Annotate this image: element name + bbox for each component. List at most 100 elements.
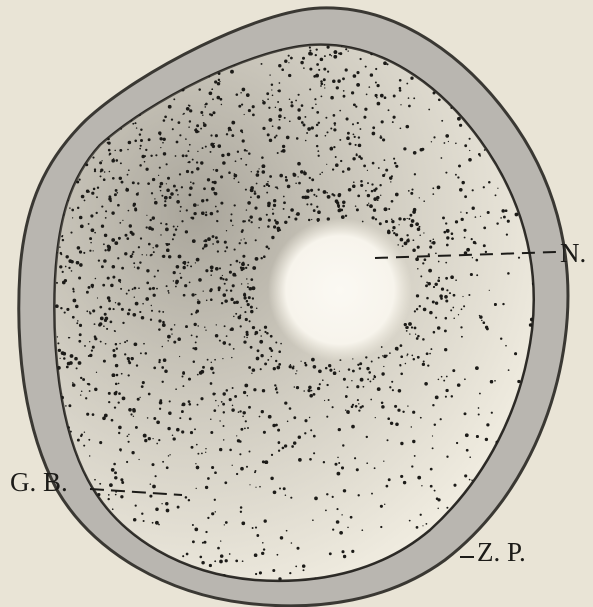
stipple-dot	[111, 76, 113, 78]
stipple-dot	[358, 494, 360, 496]
stipple-dot	[257, 195, 260, 198]
stipple-dot	[158, 328, 160, 330]
stipple-dot	[256, 307, 258, 309]
stipple-dot	[431, 242, 432, 243]
stipple-dot	[100, 341, 102, 343]
stipple-dot	[166, 285, 168, 287]
stipple-dot	[141, 316, 145, 320]
stipple-dot	[310, 189, 313, 192]
stipple-dot	[247, 427, 249, 429]
stipple-dot	[169, 196, 172, 199]
stipple-dot	[152, 485, 156, 489]
stipple-dot	[260, 335, 262, 337]
stipple-dot	[252, 266, 256, 270]
stipple-dot	[197, 325, 198, 326]
stipple-dot	[318, 69, 320, 71]
stipple-dot	[91, 350, 93, 352]
stipple-dot	[232, 387, 234, 389]
stipple-dot	[202, 542, 204, 544]
stipple-dot	[116, 348, 118, 350]
stipple-dot	[91, 228, 95, 232]
stipple-dot	[393, 116, 396, 119]
stipple-dot	[357, 122, 359, 124]
stipple-dot	[179, 356, 180, 357]
stipple-dot	[327, 195, 331, 199]
stipple-dot	[230, 213, 232, 215]
stipple-dot	[252, 114, 255, 117]
stipple-dot	[127, 174, 129, 176]
stipple-dot	[189, 105, 191, 107]
stipple-dot	[355, 144, 357, 146]
stipple-dot	[268, 185, 270, 187]
stipple-dot	[221, 104, 222, 105]
stipple-dot	[320, 85, 322, 87]
stipple-dot	[99, 306, 102, 309]
stipple-dot	[315, 54, 317, 56]
stipple-dot	[124, 252, 127, 255]
stipple-dot	[428, 253, 430, 255]
stipple-dot	[334, 50, 338, 54]
stipple-dot	[357, 195, 360, 198]
stipple-dot	[507, 99, 510, 102]
stipple-dot	[89, 455, 90, 456]
stipple-dot	[55, 49, 57, 51]
stipple-dot	[182, 403, 186, 407]
stipple-dot	[303, 569, 305, 571]
stipple-dot	[167, 335, 171, 339]
stipple-dot	[387, 417, 390, 420]
stipple-dot	[61, 98, 63, 100]
stipple-dot	[321, 96, 323, 98]
stipple-dot	[161, 48, 163, 50]
stipple-dot	[59, 246, 61, 248]
stipple-dot	[504, 48, 506, 50]
stipple-dot	[105, 343, 107, 345]
stipple-dot	[506, 233, 508, 235]
stipple-dot	[242, 88, 246, 92]
stipple-dot	[488, 181, 491, 184]
stipple-dot	[153, 417, 156, 420]
stipple-dot	[240, 506, 243, 509]
stipple-dot	[479, 393, 481, 395]
stipple-dot	[202, 147, 204, 149]
stipple-dot	[297, 162, 301, 166]
stipple-dot	[374, 467, 376, 469]
stipple-dot	[252, 297, 254, 299]
stipple-dot	[316, 145, 318, 147]
stipple-dot	[375, 94, 378, 97]
stipple-dot	[247, 303, 250, 306]
stipple-dot	[186, 107, 190, 111]
stipple-dot	[82, 39, 85, 42]
stipple-dot	[268, 248, 270, 250]
stipple-dot	[262, 100, 264, 102]
stipple-dot	[400, 373, 403, 376]
stipple-dot	[215, 236, 218, 239]
stipple-dot	[523, 576, 526, 579]
stipple-dot	[152, 522, 154, 524]
stipple-dot	[435, 252, 437, 254]
stipple-dot	[228, 343, 230, 345]
stipple-dot	[166, 41, 167, 42]
stipple-dot	[81, 82, 83, 84]
stipple-dot	[283, 196, 285, 198]
stipple-dot	[515, 213, 519, 217]
stipple-dot	[320, 58, 324, 62]
stipple-dot	[304, 362, 306, 364]
stipple-dot	[335, 163, 339, 167]
stipple-dot	[104, 313, 107, 316]
stipple-dot	[127, 312, 130, 315]
stipple-dot	[268, 415, 272, 419]
stipple-dot	[316, 111, 319, 114]
stipple-dot	[483, 244, 486, 247]
stipple-dot	[142, 303, 144, 305]
stipple-dot	[354, 136, 356, 138]
stipple-dot	[382, 355, 383, 356]
stipple-dot	[81, 391, 83, 393]
stipple-dot	[205, 452, 206, 453]
stipple-dot	[446, 229, 450, 233]
stipple-dot	[196, 336, 198, 338]
stipple-dot	[339, 429, 341, 431]
stipple-dot	[380, 94, 384, 98]
stipple-dot	[266, 192, 268, 194]
stipple-dot	[445, 172, 447, 174]
stipple-dot	[377, 387, 381, 391]
